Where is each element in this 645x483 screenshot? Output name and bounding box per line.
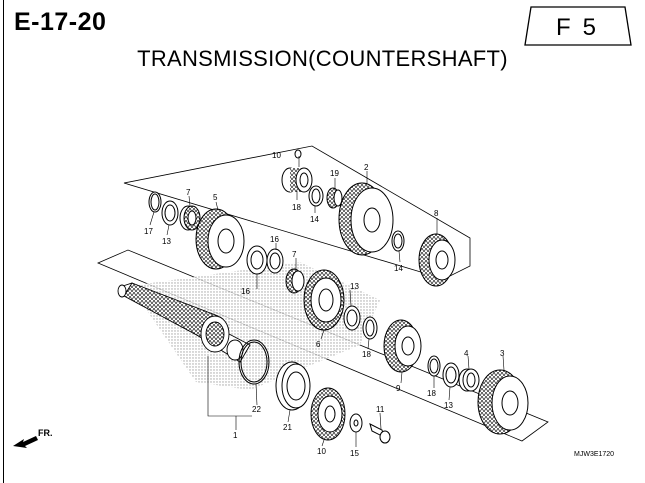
direction-label: FR. [38, 428, 53, 438]
callout-20: 19 [330, 169, 339, 178]
part-7-middle [285, 268, 305, 294]
lower-assembly-box [96, 249, 549, 442]
part-12-bolt [369, 423, 391, 444]
callout-10: 10 [317, 447, 326, 456]
part-14-right [391, 230, 405, 252]
gear-6 [303, 269, 345, 331]
gear-2 [338, 182, 394, 256]
callout-18-lower: 18 [427, 389, 436, 398]
part-21-oil-seal [275, 361, 311, 411]
callout-12: 11 [376, 405, 385, 414]
page-left-border [3, 0, 4, 483]
callout-3: 3 [500, 349, 505, 358]
front-direction-arrow-icon: FR. [13, 428, 53, 448]
callout-15: 15 [350, 449, 359, 458]
part-19-bearing [281, 167, 313, 193]
gear-5 [195, 208, 245, 270]
diagram-title: TRANSMISSION(COUNTERSHAFT) [137, 46, 508, 71]
frame-code: F5 [555, 14, 608, 41]
part-7-upper [179, 205, 201, 231]
callout-18-middle: 18 [362, 350, 371, 359]
part-13-middle [343, 305, 361, 331]
callout-21: 21 [283, 423, 292, 432]
part-14-upper [308, 185, 324, 207]
part-13-upper [161, 200, 179, 226]
callout-13-upper: 13 [162, 237, 171, 246]
callout-9: 9 [396, 384, 401, 393]
countershaft [117, 282, 251, 363]
part-13-lower [442, 362, 460, 388]
callout-18-upper: 17 [144, 227, 153, 236]
gear-3 [477, 369, 529, 435]
part-18-lower [427, 355, 441, 377]
part-20-needle-bearing [326, 187, 343, 209]
part-10-sprocket [310, 387, 346, 441]
part-18-upper [148, 191, 162, 213]
callout-17: 16 [241, 287, 250, 296]
shaded-area [130, 262, 380, 390]
frame-badge [524, 6, 632, 46]
callout-7-middle: 7 [292, 250, 297, 259]
callout-7-upper: 7 [186, 188, 191, 197]
part-22-o-ring [238, 339, 270, 385]
upper-assembly-box [123, 145, 471, 280]
callout-6: 6 [316, 340, 321, 349]
callout-8: 8 [434, 209, 439, 218]
drawing-code: MJW3E1720 [574, 451, 615, 458]
section-code: E-17-20 [14, 8, 107, 36]
gear-8 [418, 233, 456, 287]
callout-4: 4 [464, 349, 469, 358]
callout-13-middle: 13 [350, 282, 359, 291]
callout-2: 2 [364, 163, 369, 172]
part-11 [294, 149, 302, 159]
gear-9 [383, 319, 422, 373]
leader-lines [149, 156, 505, 447]
part-18-middle [362, 316, 378, 340]
callout-5: 5 [213, 193, 218, 202]
part-15-washer [349, 413, 363, 433]
part-4 [458, 368, 480, 392]
callout-14-upper: 14 [310, 215, 319, 224]
callout-11: 10 [272, 151, 281, 160]
callout-16: 16 [270, 235, 279, 244]
callout-14-right: 14 [394, 264, 403, 273]
callout-22: 22 [252, 405, 261, 414]
part-16 [266, 248, 284, 274]
callout-13-lower: 13 [444, 401, 453, 410]
callout-19: 18 [292, 203, 301, 212]
callout-labels: 10 2 19 7 5 18 14 8 17 13 16 7 14 13 16 … [144, 151, 505, 458]
callout-1: 1 [233, 431, 238, 440]
part-17 [246, 245, 268, 275]
